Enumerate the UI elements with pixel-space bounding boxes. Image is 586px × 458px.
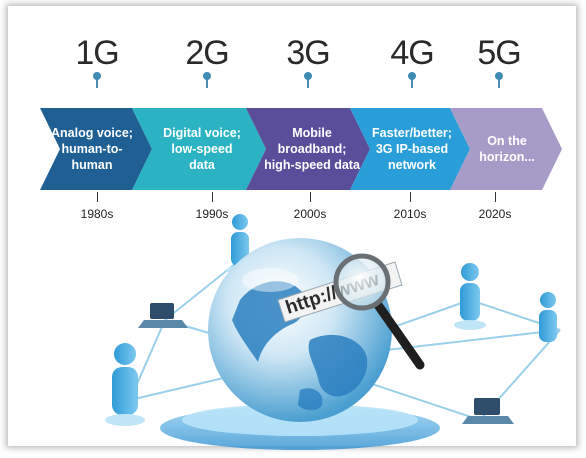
decade-2010s: 2010s [393, 207, 427, 221]
timeline-band [40, 108, 562, 190]
person-icon [454, 263, 486, 330]
segment-2g [132, 108, 266, 190]
pin-icon [495, 72, 503, 88]
laptop-icon [462, 398, 514, 424]
decade-tick [410, 192, 411, 202]
pin-icon [93, 72, 101, 88]
pin-icon [203, 72, 211, 88]
decade-tick [310, 192, 311, 202]
segment-3g-text: Mobile broadband; high-speed data [264, 126, 360, 172]
laptop-icon [138, 303, 188, 328]
gen-label-3g: 3G [286, 34, 330, 72]
segment-3g [246, 108, 370, 190]
segment-2g-text: Digital voice; low-speed data [163, 126, 241, 172]
decade-2000s: 2000s [293, 207, 327, 221]
segment-4g-text: Faster/better; 3G IP-based network [372, 126, 452, 172]
segment-5g-text: On the horizon... [479, 134, 535, 164]
segment-5g [450, 108, 562, 190]
decade-tick [212, 192, 213, 202]
decade-tick [495, 192, 496, 202]
segment-1g [40, 108, 152, 190]
decade-1980s: 1980s [80, 207, 114, 221]
gen-label-2g: 2G [185, 34, 229, 72]
gen-label-5g: 5G [477, 34, 521, 72]
gen-label-1g: 1G [75, 34, 119, 72]
person-icon [539, 292, 557, 342]
person-icon [105, 343, 145, 426]
decade-1990s: 1990s [195, 207, 229, 221]
decade-2020s: 2020s [478, 207, 512, 221]
pin-icon [408, 72, 416, 88]
decade-tick [97, 192, 98, 202]
magnifier-icon [333, 253, 425, 370]
segment-1g-text: Analog voice; human-to- human [51, 126, 133, 172]
pin-icon [304, 72, 312, 88]
gen-label-4g: 4G [390, 34, 434, 72]
segment-4g [350, 108, 470, 190]
